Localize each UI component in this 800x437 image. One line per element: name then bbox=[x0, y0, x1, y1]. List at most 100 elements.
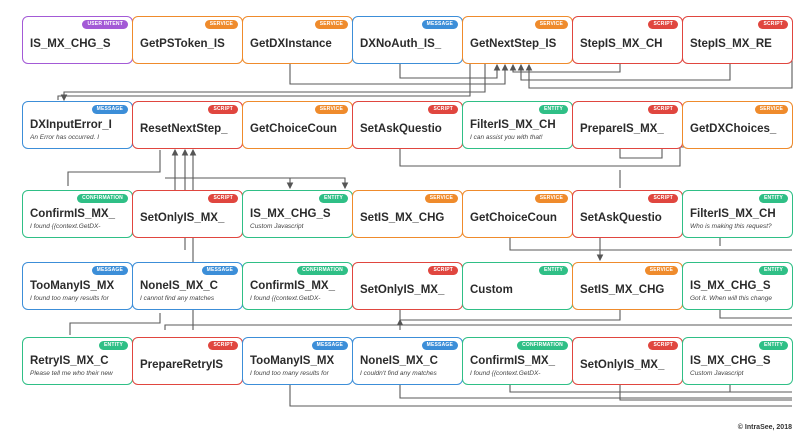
node-title: StepIS_MX_RE bbox=[690, 38, 772, 50]
node-title: IS_MX_CHG_S bbox=[30, 38, 111, 50]
node-title: GetDXChoices_ bbox=[690, 123, 777, 135]
flow-node[interactable]: ENTITY IS_MX_CHG_S Got it. When will this … bbox=[682, 262, 793, 310]
node-subtitle: Custom Javascript bbox=[690, 370, 744, 377]
connector-line bbox=[729, 385, 792, 393]
flow-node[interactable]: ENTITY FilterIS_MX_CH Who is making this r… bbox=[682, 190, 793, 238]
node-type-badge: MESSAGE bbox=[421, 341, 458, 350]
node-subtitle: Custom Javascript bbox=[250, 223, 304, 230]
node-subtitle: Who is making this request? bbox=[690, 223, 772, 230]
node-type-badge: ENTITY bbox=[539, 105, 568, 114]
connector-line bbox=[517, 63, 731, 81]
node-title: GetChoiceCoun bbox=[470, 212, 557, 224]
node-subtitle: I found {{context.GetDX- bbox=[250, 295, 321, 302]
node-type-badge: SERVICE bbox=[754, 105, 788, 114]
connector-line bbox=[399, 310, 621, 321]
connector-line bbox=[69, 313, 161, 335]
connector-line bbox=[619, 385, 792, 401]
node-title: ConfirmIS_MX_ bbox=[30, 208, 115, 220]
node-title: SetIS_MX_CHG bbox=[360, 212, 445, 224]
node-subtitle: An Error has occurred. I bbox=[30, 134, 99, 141]
node-type-badge: CONFIRMATION bbox=[297, 266, 348, 275]
flow-node[interactable]: ENTITY FilterIS_MX_CH I can assist you wit… bbox=[462, 101, 573, 149]
node-type-badge: ENTITY bbox=[539, 266, 568, 275]
node-type-badge: MESSAGE bbox=[311, 341, 348, 350]
connector-line bbox=[289, 385, 792, 407]
node-type-badge: SCRIPT bbox=[208, 194, 238, 203]
node-type-badge: SCRIPT bbox=[428, 105, 458, 114]
node-subtitle: Please tell me who their new bbox=[30, 370, 113, 377]
node-title: GetChoiceCoun bbox=[250, 123, 337, 135]
node-title: SetAskQuestio bbox=[360, 123, 442, 135]
node-subtitle: I can assist you with that! bbox=[470, 134, 543, 141]
node-title: TooManyIS_MX bbox=[30, 280, 115, 292]
node-title: IS_MX_CHG_S bbox=[690, 280, 771, 292]
flow-node[interactable]: SCRIPT SetOnlyIS_MX_ bbox=[132, 190, 243, 238]
flow-node[interactable]: SERVICE GetChoiceCoun bbox=[462, 190, 573, 238]
connector-line bbox=[67, 150, 161, 186]
node-type-badge: SCRIPT bbox=[758, 20, 788, 29]
node-type-badge: SCRIPT bbox=[428, 266, 458, 275]
node-title: ConfirmIS_MX_ bbox=[470, 355, 555, 367]
flow-node[interactable]: MESSAGE TooManyIS_MX I found too many resu… bbox=[22, 262, 133, 310]
node-title: Custom bbox=[470, 284, 513, 296]
flow-node[interactable]: CONFIRMATION ConfirmIS_MX_ I found {{conte… bbox=[242, 262, 353, 310]
node-title: ConfirmIS_MX_ bbox=[250, 280, 335, 292]
node-title: FilterIS_MX_CH bbox=[470, 119, 556, 131]
node-title: IS_MX_CHG_S bbox=[690, 355, 771, 367]
node-type-badge: CONFIRMATION bbox=[517, 341, 568, 350]
node-title: DXInputError_I bbox=[30, 119, 112, 131]
node-type-badge: MESSAGE bbox=[91, 266, 128, 275]
flow-node[interactable]: SCRIPT SetAskQuestio bbox=[352, 101, 463, 149]
node-title: GetPSToken_IS bbox=[140, 38, 225, 50]
node-subtitle: I found too many results for bbox=[30, 295, 109, 302]
node-subtitle: I found {{context.GetDX- bbox=[30, 223, 101, 230]
connector-line bbox=[289, 63, 509, 85]
connector-line bbox=[165, 177, 349, 190]
node-title: FilterIS_MX_CH bbox=[690, 208, 776, 220]
node-type-badge: SCRIPT bbox=[208, 341, 238, 350]
connector-line bbox=[399, 385, 792, 399]
flow-node[interactable]: SCRIPT SetOnlyIS_MX_ bbox=[352, 262, 463, 310]
flow-node[interactable]: SCRIPT StepIS_MX_RE bbox=[682, 16, 793, 64]
node-type-badge: SERVICE bbox=[534, 194, 568, 203]
connector-line bbox=[57, 64, 471, 100]
node-type-badge: ENTITY bbox=[759, 266, 788, 275]
node-type-badge: ENTITY bbox=[99, 341, 128, 350]
node-title: SetOnlyIS_MX_ bbox=[140, 212, 225, 224]
copyright-notice: © IntraSee, 2018 bbox=[737, 424, 792, 431]
flow-node[interactable]: ENTITY Custom bbox=[462, 262, 573, 310]
flow-node[interactable]: SERVICE GetDXChoices_ bbox=[682, 101, 793, 149]
connector-line bbox=[509, 385, 792, 393]
connector-line bbox=[60, 64, 486, 102]
node-title: SetOnlyIS_MX_ bbox=[360, 284, 445, 296]
node-title: ResetNextStep_ bbox=[140, 123, 228, 135]
node-subtitle: I couldn't find any matches bbox=[360, 370, 437, 377]
node-title: TooManyIS_MX bbox=[250, 355, 335, 367]
node-type-badge: ENTITY bbox=[759, 194, 788, 203]
node-subtitle: Got it. When will this change bbox=[690, 295, 773, 302]
